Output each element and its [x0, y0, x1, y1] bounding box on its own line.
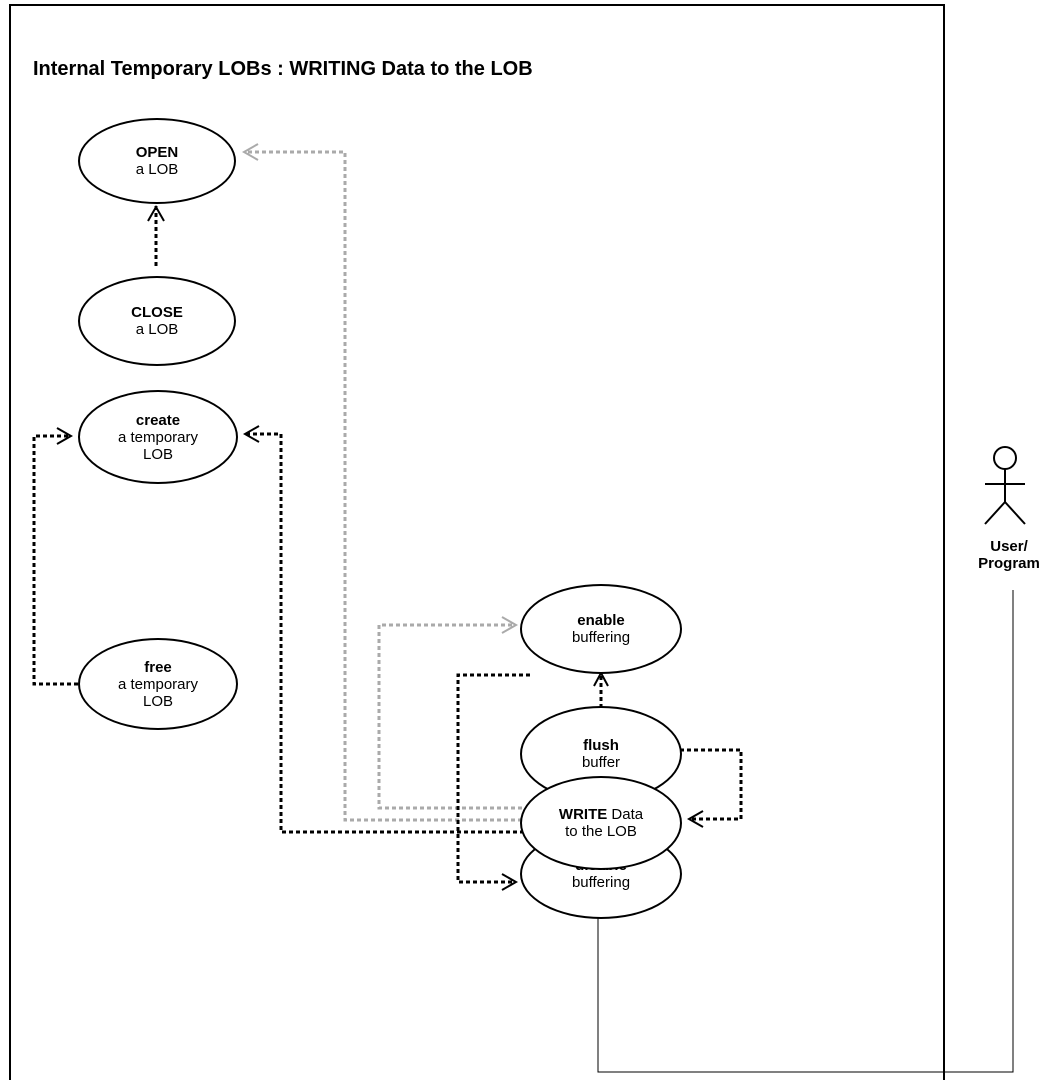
actor-association-line [597, 590, 1014, 1073]
use-case-enable[interactable]: enable buffering [520, 584, 682, 674]
arrowhead-create-right [242, 425, 260, 443]
use-case-write-line2: to the LOB [565, 823, 637, 840]
arrowhead-create-left [56, 427, 74, 445]
actor-label-line1: User/ [990, 538, 1028, 555]
arrowhead-open [147, 204, 165, 222]
use-case-open-text: a LOB [135, 161, 179, 178]
use-case-write-line1: WRITE Data [559, 806, 643, 823]
use-case-enable-text: buffering [571, 629, 631, 646]
enable-to-disable-line [456, 673, 530, 884]
use-case-write-rest: Data [607, 806, 644, 823]
flush-to-write-line [680, 748, 743, 821]
use-case-close-keyword: CLOSE [131, 304, 183, 321]
actor-label-line2: Program [978, 555, 1040, 572]
use-case-free-keyword: free [144, 658, 172, 676]
write-to-create-line [246, 432, 524, 834]
use-case-disable-text: buffering [571, 874, 631, 891]
diagram-frame [9, 4, 945, 1080]
use-case-free[interactable]: free a temporary LOB [78, 638, 238, 730]
use-case-free-line3: LOB [142, 692, 173, 710]
write-to-enable-line [377, 623, 522, 810]
arrowhead-disable [501, 873, 519, 891]
use-case-free-line2: a temporary [117, 675, 199, 693]
use-case-open[interactable]: OPEN a LOB [78, 118, 236, 204]
use-case-write[interactable]: WRITE Data to the LOB [520, 776, 682, 870]
use-case-open-keyword: OPEN [135, 144, 179, 161]
use-case-create-line2: a temporary [117, 428, 199, 446]
use-case-flush-keyword: flush [583, 737, 619, 754]
arrowhead-write [686, 810, 704, 828]
use-case-create-keyword: create [135, 411, 181, 429]
use-case-enable-keyword: enable [577, 612, 625, 629]
actor-icon [984, 446, 1026, 525]
use-case-close-text: a LOB [135, 321, 179, 338]
diagram-title: Internal Temporary LOBs : WRITING Data t… [33, 58, 533, 80]
actor-label: User/ Program [972, 538, 1046, 572]
arrowhead-open-grey [241, 143, 259, 161]
use-case-write-keyword: WRITE [558, 806, 608, 823]
write-to-open-line [245, 150, 522, 822]
free-to-create-line [32, 434, 78, 686]
use-case-create[interactable]: create a temporary LOB [78, 390, 238, 484]
use-case-close[interactable]: CLOSE a LOB [78, 276, 236, 366]
use-case-flush-text: buffer [581, 754, 621, 771]
arrowhead-enable-grey [501, 616, 519, 634]
use-case-create-line3: LOB [142, 445, 173, 463]
